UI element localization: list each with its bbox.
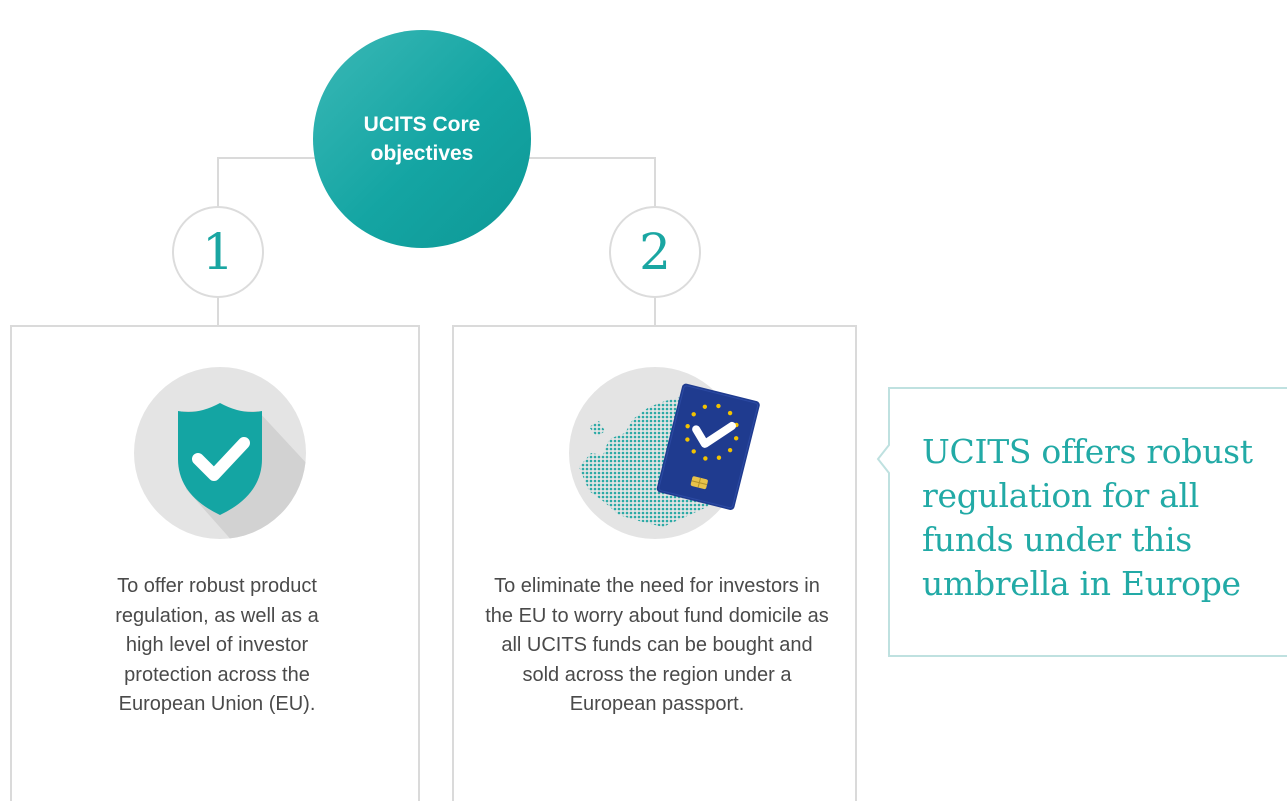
core-title: UCITS Core objectives bbox=[363, 113, 481, 165]
objective-description-2: To eliminate the need for investors in t… bbox=[485, 575, 829, 715]
objective-number-2: 2 bbox=[609, 206, 701, 298]
objective-number-1: 1 bbox=[172, 206, 264, 298]
core-objectives-circle: UCITS Core objectives bbox=[313, 30, 531, 248]
objective-card-1: To offer robust product regulation, as w… bbox=[10, 325, 420, 801]
objective-card-2: To eliminate the need for investors in t… bbox=[452, 325, 857, 801]
shield-check-icon bbox=[134, 367, 306, 539]
european-passport-icon bbox=[656, 383, 760, 510]
callout-box bbox=[876, 387, 1287, 657]
callout-text: UCITS offers robust regulation for all f… bbox=[922, 432, 1253, 603]
objective-description-1: To offer robust product regulation, as w… bbox=[115, 575, 319, 715]
